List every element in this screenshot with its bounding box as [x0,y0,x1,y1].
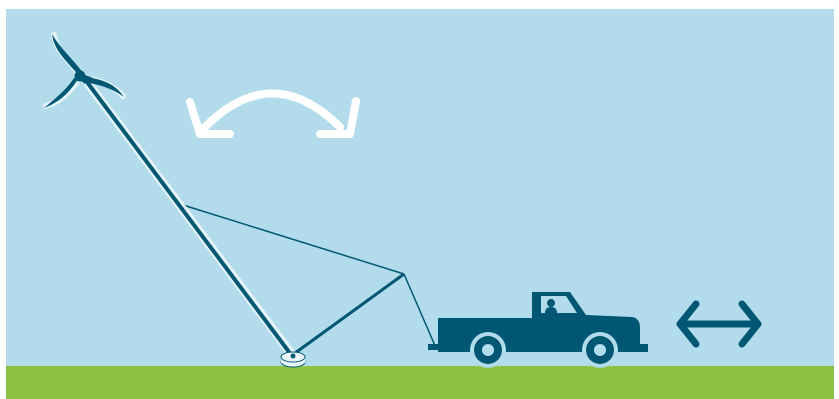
sky-area [6,9,834,371]
rear-wheel [470,332,506,368]
front-wheel [582,332,618,368]
ground [6,366,834,399]
tower-base [281,352,305,367]
